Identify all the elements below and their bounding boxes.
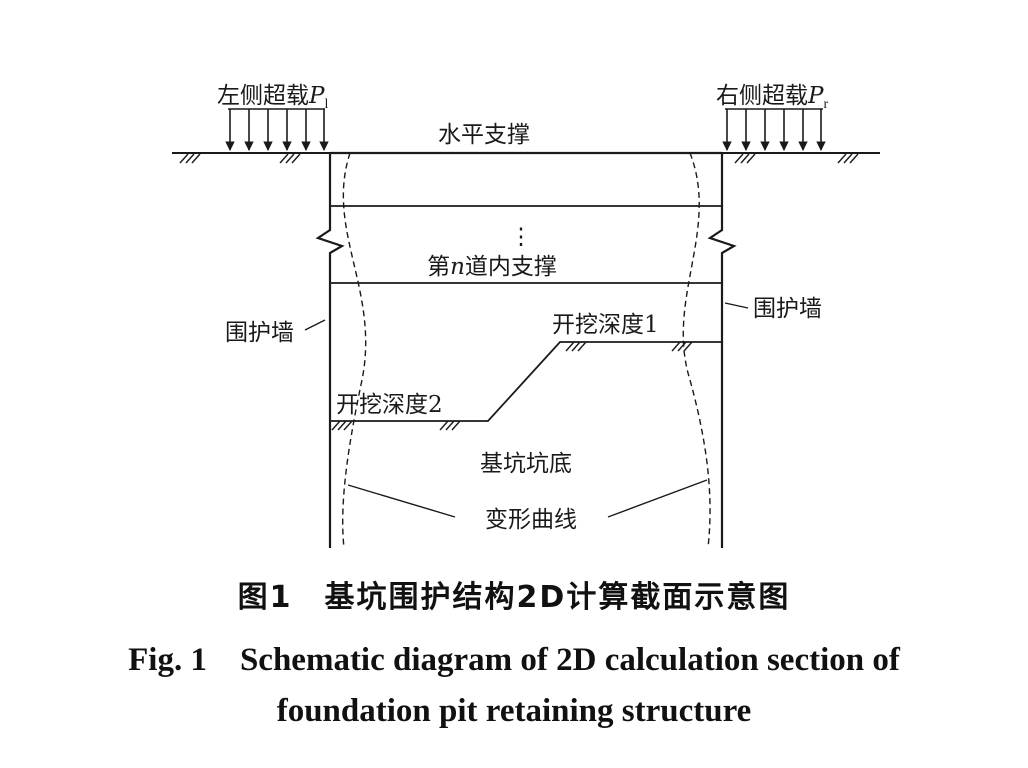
excavation-depth-2-label: 开挖深度2 (336, 392, 443, 418)
left-retaining-wall (315, 153, 345, 548)
leader-lines (304, 302, 749, 518)
right-deformation-curve (682, 152, 711, 549)
right-surcharge-label: 右侧超载Pr (716, 83, 828, 112)
excavation-profile (330, 341, 722, 422)
retaining-wall-left-label: 围护墙 (225, 320, 294, 346)
left-deformation-curve (341, 152, 367, 549)
excavation-depth-1-label: 开挖深度1 (552, 312, 659, 338)
retaining-wall-right-label: 围护墙 (753, 296, 822, 322)
pit-bottom-label: 基坑坑底 (480, 451, 572, 477)
nth-strut-label: 第n道内支撑 (427, 254, 557, 280)
ground-hatching (179, 153, 859, 431)
left-surcharge-arrows (225, 108, 329, 151)
left-surcharge-label: 左侧超载Pl (217, 83, 328, 112)
figure-caption-english-line2: foundation pit retaining structure (276, 693, 752, 729)
horizontal-strut-label: 水平支撑 (438, 122, 530, 148)
right-retaining-wall (707, 153, 737, 548)
vertical-ellipsis: ⋮ (510, 224, 533, 250)
deformation-curve-label: 变形曲线 (485, 507, 577, 533)
figure-caption-english-line1: Fig. 1 Schematic diagram of 2D calculati… (128, 642, 900, 678)
right-surcharge-arrows (722, 108, 826, 151)
foundation-pit-diagram: 左侧超载Pl 右侧超载Pr 水平支撑 ⋮ 第n道内支撑 围护墙 围护墙 开挖深度… (172, 83, 880, 549)
figure-caption-chinese: 图1 基坑围护结构2D计算截面示意图 (237, 580, 791, 615)
